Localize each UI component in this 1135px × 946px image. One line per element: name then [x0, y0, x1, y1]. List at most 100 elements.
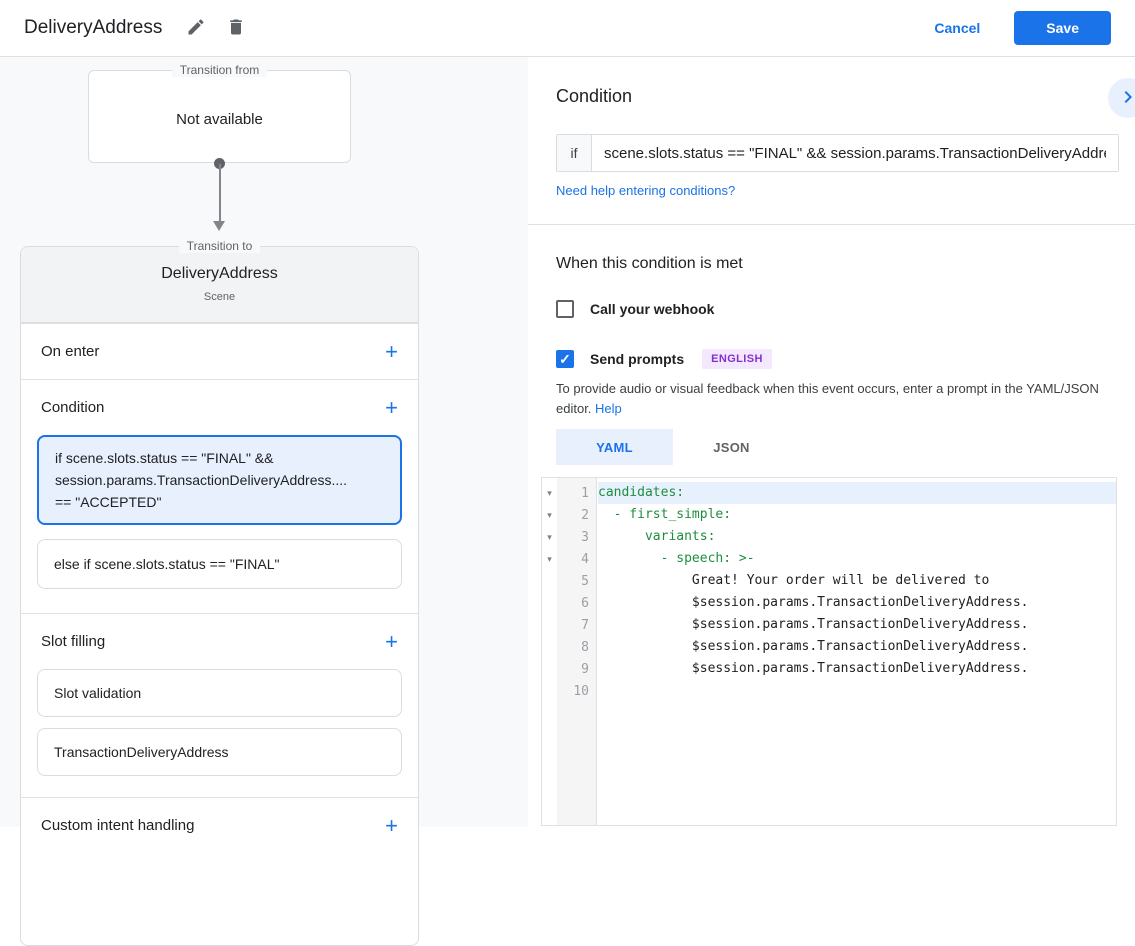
code-text: candidates: — [598, 482, 1116, 504]
condition-panel-title: Condition — [556, 86, 633, 106]
call-webhook-checkbox[interactable] — [556, 300, 574, 318]
transition-to-legend: Transition to — [178, 239, 261, 253]
section-condition: Condition + if scene.slots.status == "FI… — [21, 379, 418, 613]
editor-line[interactable]: 6 $session.params.TransactionDeliveryAdd… — [542, 592, 1116, 614]
send-prompts-label: Send prompts — [590, 351, 685, 367]
add-on-enter-icon[interactable]: + — [385, 338, 398, 364]
code-text: variants: — [598, 529, 716, 544]
cancel-button[interactable]: Cancel — [934, 20, 981, 36]
on-enter-header[interactable]: On enter + — [21, 324, 418, 379]
line-number: 6 — [581, 595, 589, 611]
code-text: Great! Your order will be delivered to — [598, 573, 990, 588]
transition-to-card: Transition to DeliveryAddress Scene On e… — [20, 239, 419, 946]
condition-label: Condition — [41, 399, 105, 416]
send-prompts-checkbox[interactable]: ✓ — [556, 350, 574, 368]
condition-help-link[interactable]: Need help entering conditions? — [556, 183, 736, 198]
line-number: 2 — [581, 507, 589, 523]
line-number: 7 — [581, 617, 589, 633]
fold-toggle-icon[interactable]: ▾ — [547, 487, 552, 498]
scene-card-header: DeliveryAddress Scene — [21, 247, 418, 323]
fold-toggle-icon[interactable]: ▾ — [547, 553, 552, 564]
trash-icon — [226, 17, 246, 40]
slot-filling-header[interactable]: Slot filling + — [21, 614, 418, 669]
line-number: 9 — [581, 661, 589, 677]
section-divider — [528, 224, 1135, 225]
editor-format-tabs: YAML JSON — [556, 429, 790, 465]
line-number: 3 — [581, 529, 589, 545]
add-condition-icon[interactable]: + — [385, 394, 398, 420]
tab-json[interactable]: JSON — [713, 439, 750, 455]
add-slot-icon[interactable]: + — [385, 628, 398, 654]
line-number: 4 — [581, 551, 589, 567]
scene-flow-panel: Transition from Not available Transition… — [0, 57, 528, 946]
fold-toggle-icon[interactable]: ▾ — [547, 531, 552, 542]
editor-line[interactable]: 8 $session.params.TransactionDeliveryAdd… — [542, 636, 1116, 658]
condition-detail-panel: Condition if Need help entering conditio… — [528, 57, 1135, 827]
transition-from-value: Not available — [176, 111, 263, 128]
tab-yaml[interactable]: YAML — [556, 429, 673, 465]
if-prefix-label: if — [557, 135, 592, 171]
call-webhook-label: Call your webhook — [590, 301, 715, 317]
code-text: $session.params.TransactionDeliveryAddre… — [598, 639, 1029, 654]
scene-type-label: Scene — [203, 291, 236, 303]
slot-item-delivery-address[interactable]: TransactionDeliveryAddress — [37, 728, 402, 776]
editor-line[interactable]: 10 — [542, 680, 1116, 702]
slot-filling-label: Slot filling — [41, 633, 106, 650]
collapse-panel-button[interactable] — [1108, 78, 1135, 118]
editor-line[interactable]: 9 $session.params.TransactionDeliveryAdd… — [542, 658, 1116, 680]
page-title: DeliveryAddress — [24, 17, 163, 38]
editor-line[interactable]: 7 $session.params.TransactionDeliveryAdd… — [542, 614, 1116, 636]
editor-gutter — [557, 478, 597, 825]
custom-intent-label: Custom intent handling — [41, 817, 195, 834]
condition-if-input[interactable] — [592, 135, 1118, 171]
condition-item-selected[interactable]: if scene.slots.status == "FINAL" && sess… — [37, 435, 402, 525]
condition-item[interactable]: else if scene.slots.status == "FINAL" — [37, 539, 402, 589]
send-prompts-row: ✓ Send prompts ENGLISH — [556, 349, 772, 369]
help-link[interactable]: Help — [595, 401, 622, 416]
code-text: - speech: >- — [598, 551, 755, 566]
save-button[interactable]: Save — [1014, 11, 1111, 45]
connector-arrowhead-icon — [213, 221, 225, 231]
section-slot-filling: Slot filling + Slot validation Transacti… — [21, 613, 418, 797]
editor-line[interactable]: 5 Great! Your order will be delivered to — [542, 570, 1116, 592]
add-custom-intent-icon[interactable]: + — [385, 812, 398, 838]
connector-dot — [214, 158, 225, 169]
section-custom-intent: Custom intent handling + — [21, 797, 418, 853]
webhook-row: Call your webhook — [556, 300, 714, 318]
top-bar: DeliveryAddress Cancel Save — [0, 0, 1135, 57]
transition-from-box: Transition from Not available — [88, 63, 351, 163]
line-number: 10 — [573, 683, 589, 699]
fold-toggle-icon[interactable]: ▾ — [547, 509, 552, 520]
editor-line[interactable]: ▾ 1 candidates: — [542, 482, 1116, 504]
editor-line[interactable]: ▾ 4 - speech: >- — [542, 548, 1116, 570]
edit-title-button[interactable] — [182, 13, 210, 44]
transition-from-legend: Transition from — [171, 63, 268, 77]
connector-line — [218, 164, 221, 222]
scene-name: DeliveryAddress — [161, 265, 278, 282]
language-badge: ENGLISH — [702, 349, 772, 369]
when-met-title: When this condition is met — [556, 255, 743, 272]
line-number: 5 — [581, 573, 589, 589]
chevron-right-icon — [1116, 85, 1135, 112]
delete-scene-button[interactable] — [222, 13, 250, 44]
line-number: 8 — [581, 639, 589, 655]
yaml-code-editor[interactable]: ▾ 1 candidates: ▾ 2 - first_simple: ▾ 3 … — [541, 477, 1117, 826]
on-enter-label: On enter — [41, 343, 100, 360]
check-icon: ✓ — [559, 351, 571, 367]
prompts-description: To provide audio or visual feedback when… — [556, 379, 1118, 419]
code-text: - first_simple: — [598, 507, 732, 522]
pencil-icon — [186, 17, 206, 40]
condition-header[interactable]: Condition + — [21, 380, 418, 435]
slot-item-validation[interactable]: Slot validation — [37, 669, 402, 717]
editor-line[interactable]: ▾ 3 variants: — [542, 526, 1116, 548]
section-on-enter: On enter + — [21, 323, 418, 379]
editor-line[interactable]: ▾ 2 - first_simple: — [542, 504, 1116, 526]
code-text: $session.params.TransactionDeliveryAddre… — [598, 595, 1029, 610]
custom-intent-header[interactable]: Custom intent handling + — [21, 798, 418, 853]
code-text: $session.params.TransactionDeliveryAddre… — [598, 617, 1029, 632]
line-number: 1 — [581, 485, 589, 501]
code-text — [598, 680, 1116, 702]
condition-expression-group: if — [556, 134, 1119, 172]
prompts-description-text: To provide audio or visual feedback when… — [556, 381, 1099, 416]
code-text: $session.params.TransactionDeliveryAddre… — [598, 661, 1029, 676]
